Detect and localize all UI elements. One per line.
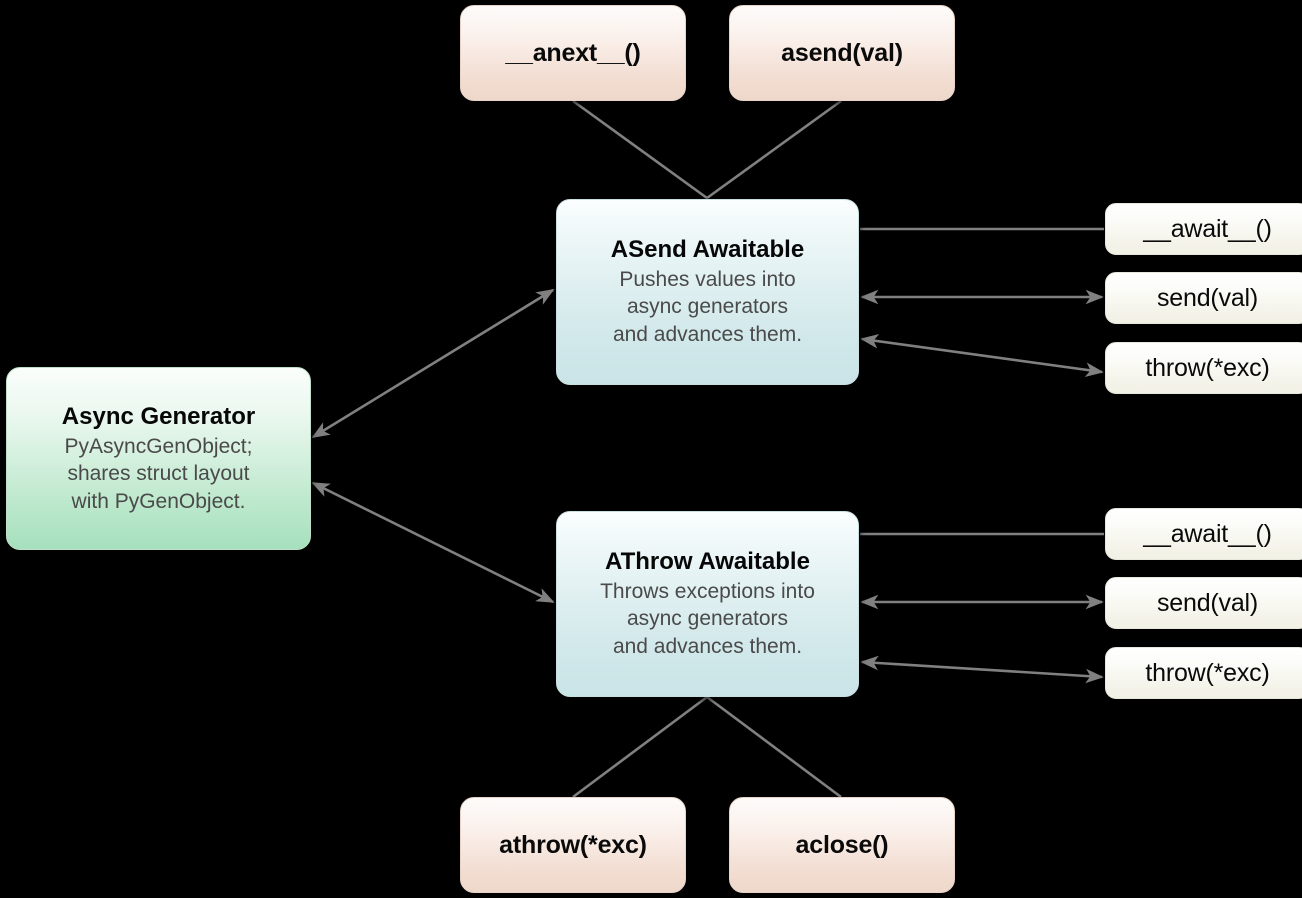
node-async-generator-title: Async Generator <box>61 402 256 430</box>
node-async-generator-desc: PyAsyncGenObject; shares struct layout w… <box>64 435 253 513</box>
node-asend[interactable]: asend(val) <box>729 5 955 101</box>
node-asend-awaitable-title: ASend Awaitable <box>610 236 805 264</box>
node-asend-awaitable-desc: Pushes values into async generators and … <box>612 267 803 346</box>
node-athrow-send-label: send(val) <box>1156 588 1259 617</box>
node-asend-await-label: __await__() <box>1143 214 1272 243</box>
edge-generator-to-athrow-awaitable <box>311 481 555 604</box>
node-anext[interactable]: __anext__() <box>460 5 686 101</box>
node-aclose[interactable]: aclose() <box>729 797 955 893</box>
node-athrow-await-label: __await__() <box>1143 519 1272 548</box>
node-athrow-awaitable-title: AThrow Awaitable <box>605 548 810 576</box>
edge-aclose-to-athrow-awaitable <box>706 695 842 799</box>
node-athrow-send[interactable]: send(val) <box>1105 577 1302 629</box>
node-aclose-label: aclose() <box>795 830 889 859</box>
node-asend-awaitable[interactable]: ASend Awaitable Pushes values into async… <box>556 199 859 385</box>
edge-anext-to-asend-awaitable <box>572 99 708 200</box>
node-athrow-throw-label: throw(*exc) <box>1145 658 1270 687</box>
node-anext-label: __anext__() <box>505 38 641 67</box>
node-asend-send-label: send(val) <box>1156 283 1259 312</box>
node-asend-send[interactable]: send(val) <box>1105 272 1302 324</box>
node-asend-await[interactable]: __await__() <box>1105 203 1302 255</box>
node-athrow-await[interactable]: __await__() <box>1105 508 1302 560</box>
node-athrow[interactable]: athrow(*exc) <box>460 797 686 893</box>
edge-asend-awaitable-to-throw <box>860 334 1104 377</box>
edge-athrow-to-athrow-awaitable <box>572 695 708 799</box>
node-athrow-label: athrow(*exc) <box>499 830 647 859</box>
edge-asend-to-asend-awaitable <box>706 99 842 200</box>
node-asend-throw-label: throw(*exc) <box>1145 353 1270 382</box>
node-asend-throw[interactable]: throw(*exc) <box>1105 342 1302 394</box>
node-athrow-awaitable-desc: Throws exceptions into async generators … <box>600 579 815 658</box>
node-athrow-awaitable[interactable]: AThrow Awaitable Throws exceptions into … <box>556 511 859 697</box>
edge-athrow-awaitable-to-throw <box>860 655 1104 684</box>
node-asend-label: asend(val) <box>781 38 903 67</box>
node-athrow-throw[interactable]: throw(*exc) <box>1105 647 1302 699</box>
edge-generator-to-asend-awaitable <box>311 288 555 439</box>
node-async-generator[interactable]: Async Generator PyAsyncGenObject; shares… <box>6 367 311 550</box>
